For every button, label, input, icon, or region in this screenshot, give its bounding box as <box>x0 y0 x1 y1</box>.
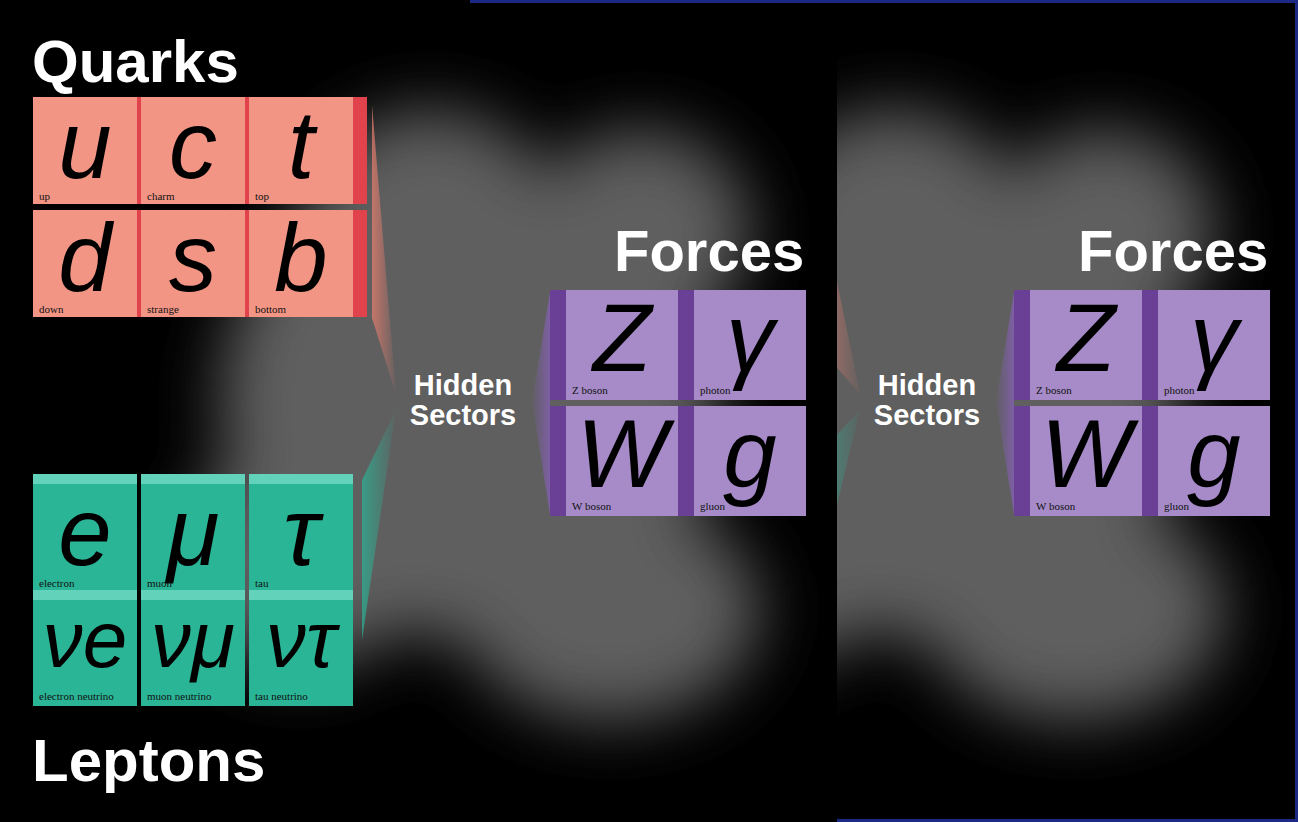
hidden-sector-label: Hidden Sectors <box>862 370 992 431</box>
lepton-cube: τtau <box>249 484 353 590</box>
particle-name: top <box>255 190 347 202</box>
hidden-sector-text: Hidden Sectors <box>862 370 992 431</box>
particle-name: charm <box>147 190 239 202</box>
force-cube: ggluon <box>694 406 806 516</box>
particle-name: gluon <box>700 500 800 512</box>
particle-name: Z boson <box>1036 384 1136 396</box>
lepton-beam <box>837 410 860 640</box>
particle-name: photon <box>700 384 800 396</box>
particle-symbol: γ <box>1164 292 1264 383</box>
particle-symbol: g <box>700 408 800 499</box>
quark-cube: ccharm <box>141 97 245 204</box>
group-heading: Forces <box>614 222 804 280</box>
lepton-cube: μmuon <box>141 484 245 590</box>
particle-name: tau neutrino <box>255 690 347 702</box>
particle-name: Z boson <box>572 384 672 396</box>
lepton-beam <box>362 410 396 640</box>
hidden-sector-label: Hidden Sectors <box>398 370 528 431</box>
quark-cube: ttop <box>249 97 353 204</box>
particle-name: down <box>39 303 131 315</box>
frame-line <box>837 819 1298 822</box>
particle-symbol: e <box>39 486 131 577</box>
quark-cube: sstrange <box>141 210 245 317</box>
particle-symbol: ντ <box>255 602 347 678</box>
particle-symbol: τ <box>255 486 347 577</box>
particle-name: gluon <box>1164 500 1264 512</box>
particle-name: muon neutrino <box>147 690 239 702</box>
force-cube: ZZ boson <box>1030 290 1142 400</box>
force-cube: ZZ boson <box>566 290 678 400</box>
particle-symbol: γ <box>700 292 800 383</box>
quark-cube: uup <box>33 97 137 204</box>
particle-symbol: νμ <box>147 602 239 678</box>
force-beam <box>532 292 550 514</box>
group-heading: Leptons <box>32 731 265 791</box>
force-cube: WW boson <box>566 406 678 516</box>
force-beam <box>996 292 1014 514</box>
particle-name: tau <box>255 577 347 589</box>
quark-beam <box>837 120 860 394</box>
particle-symbol: d <box>39 212 131 303</box>
particle-name: up <box>39 190 131 202</box>
particle-symbol: W <box>1036 408 1136 499</box>
force-cube: γphoton <box>694 290 806 400</box>
particle-symbol: μ <box>147 486 239 577</box>
particle-symbol: g <box>1164 408 1264 499</box>
particle-symbol: b <box>255 212 347 303</box>
particle-symbol: u <box>39 99 131 190</box>
quark-cube: ddown <box>33 210 137 317</box>
particle-symbol: νe <box>39 602 131 678</box>
hidden-sector-text: Hidden Sectors <box>398 370 528 431</box>
force-cube: γphoton <box>1158 290 1270 400</box>
force-cube: ggluon <box>1158 406 1270 516</box>
particle-name: electron neutrino <box>39 690 131 702</box>
particle-name: W boson <box>572 500 672 512</box>
group-heading: Forces <box>1078 222 1268 280</box>
lepton-cube: νμ muon neutrino <box>141 600 245 706</box>
particle-name: muon <box>147 577 239 589</box>
frame-line <box>470 0 1298 3</box>
force-cube: WW boson <box>1030 406 1142 516</box>
particle-name: photon <box>1164 384 1264 396</box>
frame-line <box>1295 0 1298 822</box>
particle-symbol: s <box>147 212 239 303</box>
lepton-cube: ντ tau neutrino <box>249 600 353 706</box>
quark-cube: bbottom <box>249 210 353 317</box>
particle-name: strange <box>147 303 239 315</box>
particle-symbol: Z <box>572 292 672 383</box>
particle-symbol: W <box>572 408 672 499</box>
group-heading: Quarks <box>32 32 239 92</box>
particle-name: W boson <box>1036 500 1136 512</box>
particle-name: bottom <box>255 303 347 315</box>
particle-symbol: c <box>147 99 239 190</box>
particle-symbol: t <box>255 99 347 190</box>
quark-beam <box>372 105 396 394</box>
lepton-cube: νe electron neutrino <box>33 600 137 706</box>
particle-symbol: Z <box>1036 292 1136 383</box>
hidden-sector-cloud <box>180 110 760 720</box>
particle-name: electron <box>39 577 131 589</box>
lepton-cube: eelectron <box>33 484 137 590</box>
